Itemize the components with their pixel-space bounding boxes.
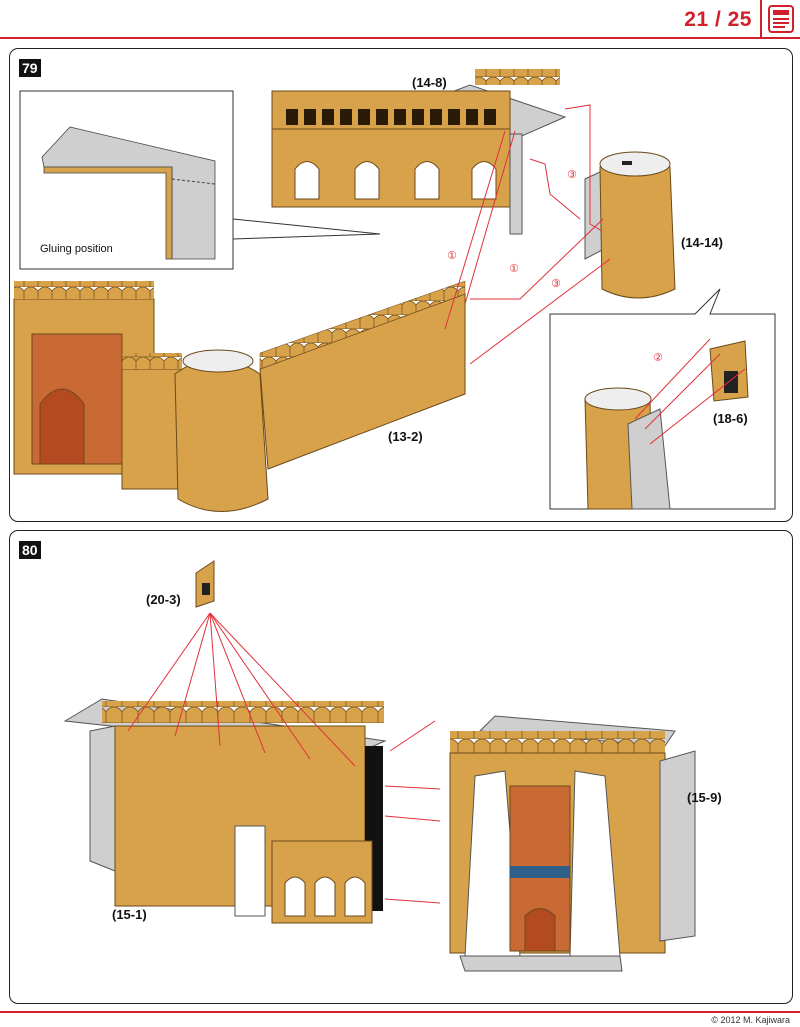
- part-label: (15-1): [112, 907, 147, 922]
- document-icon: [768, 5, 794, 33]
- step-number: 80: [19, 541, 41, 559]
- header-divider: [0, 37, 800, 39]
- part-13-2: [13, 280, 466, 512]
- page-indicator: 21 / 25: [684, 8, 752, 31]
- part-18-6-inset: [549, 288, 776, 510]
- order-mark: ③: [567, 169, 577, 181]
- part-label: (13-2): [388, 429, 423, 444]
- order-mark: ①: [509, 263, 519, 275]
- footer-divider: [0, 1011, 800, 1013]
- pdf-button[interactable]: [760, 0, 800, 38]
- step-number: 79: [19, 59, 41, 77]
- part-label: (20-3): [146, 592, 181, 607]
- order-mark: ②: [653, 352, 663, 364]
- step-80-panel: 80 (20-3) (15-9) (15-1): [9, 530, 793, 1004]
- step-80-illustration: [63, 560, 696, 972]
- part-15-9: [449, 715, 696, 972]
- copyright: © 2012 M. Kajiwara: [711, 1015, 790, 1025]
- step-79-panel: 79 Gluing position (14-8) (14-14) (13-2)…: [9, 48, 793, 522]
- order-mark: ③: [551, 278, 561, 290]
- gluing-detail-inset: [19, 90, 381, 270]
- part-20-3: [195, 560, 215, 608]
- part-label: (14-8): [412, 75, 447, 90]
- part-15-1: [63, 698, 387, 924]
- part-label: (15-9): [687, 790, 722, 805]
- part-14-8: [271, 69, 567, 235]
- part-label: (18-6): [713, 411, 748, 426]
- part-label: (14-14): [681, 235, 723, 250]
- part-14-14: [584, 151, 676, 299]
- step-79-illustration: [13, 69, 776, 512]
- gluing-note: Gluing position: [40, 243, 113, 255]
- order-mark: ①: [447, 250, 457, 262]
